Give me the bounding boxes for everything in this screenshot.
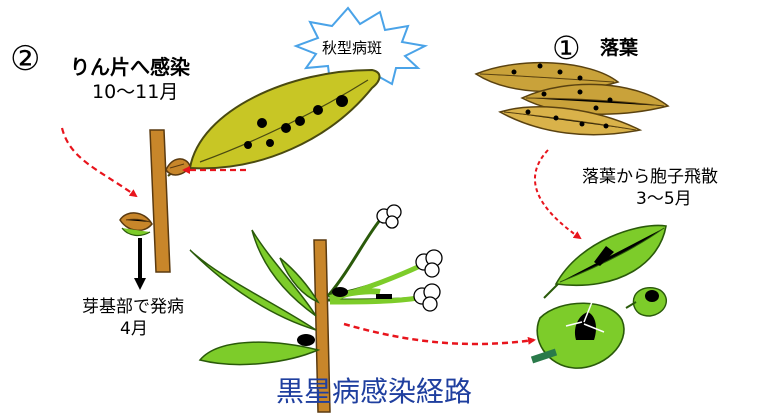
- onset-month: 4月: [120, 320, 148, 340]
- autumn-lesion-label: 秋型病斑: [322, 40, 382, 57]
- flower-3: [414, 284, 440, 311]
- infected-fruit: [532, 302, 624, 368]
- bud-scale-upper: [166, 159, 190, 175]
- step2-month: 10～11月: [92, 82, 178, 104]
- flower-2: [416, 250, 442, 277]
- onset-label: 芽基部で発病: [82, 298, 184, 318]
- diagram-title: 黒星病感染経路: [276, 376, 472, 408]
- spore-label: 落葉から胞子飛散: [582, 168, 718, 188]
- arrow-fallen-to-spore: [535, 150, 580, 238]
- infected-fruitlet: [626, 288, 666, 316]
- step2-label: りん片へ感染: [70, 56, 190, 79]
- fallen-leaves: [476, 63, 668, 135]
- branch-left: [120, 130, 190, 272]
- step1-label: 落葉: [600, 38, 638, 60]
- diseased-leaf: [168, 70, 380, 176]
- step2-number: ②: [10, 40, 40, 79]
- flower-1: [377, 205, 401, 228]
- arrow-shoot-to-fruit: [344, 324, 534, 344]
- step1-number: ①: [552, 30, 581, 67]
- spore-month: 3～5月: [636, 190, 692, 210]
- arrow-to-bud-scale: [62, 128, 136, 196]
